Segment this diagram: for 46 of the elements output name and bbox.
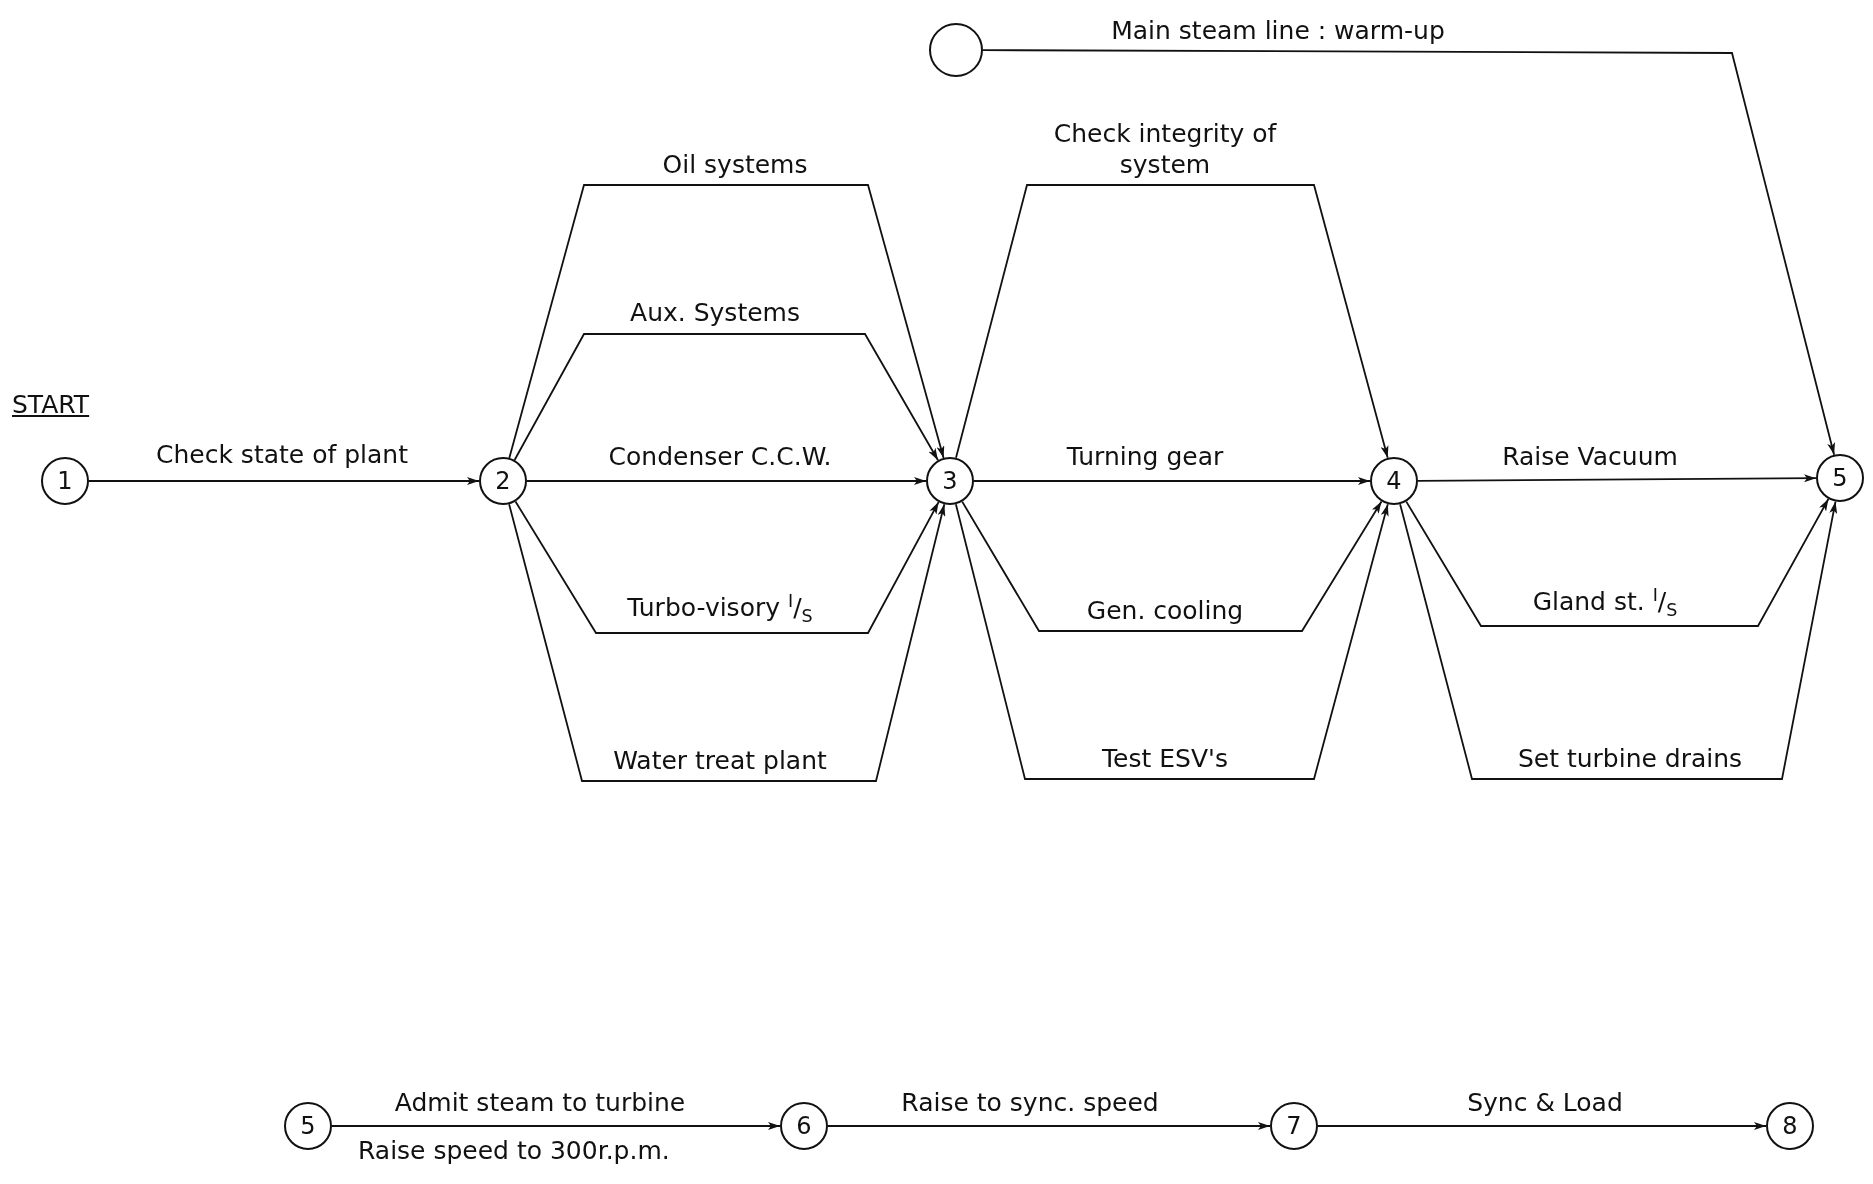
arrow xyxy=(1417,474,1817,483)
event-circle: 4 xyxy=(1370,457,1418,505)
edge-label: Raise to sync. speed xyxy=(901,1086,1159,1118)
arrow xyxy=(508,503,946,782)
start-label: START xyxy=(12,390,90,419)
edge-label: Check state of plant xyxy=(156,438,408,470)
edge-label: Gland st. $^{I}$/$_{S}$ xyxy=(1532,584,1678,622)
arrow xyxy=(955,503,1389,780)
event-circle: 2 xyxy=(479,457,527,505)
edge-label: Check integrity of system xyxy=(1052,117,1278,180)
edge-label: Test ESV's xyxy=(1102,742,1228,774)
edge-label: Water treat plant xyxy=(613,744,827,776)
edge-label: Gen. cooling xyxy=(1086,594,1244,626)
arrow xyxy=(508,184,945,459)
arrow xyxy=(526,477,927,485)
arrow xyxy=(1405,498,1830,627)
event-circle: 1 xyxy=(41,457,89,505)
event-circle: 7 xyxy=(1270,1102,1318,1150)
arrow xyxy=(982,49,1835,456)
edge-label: Admit steam to turbine xyxy=(394,1086,686,1118)
circle xyxy=(929,23,983,77)
activity-note: Raise speed to 300r.p.m. xyxy=(358,1136,670,1165)
edge-label: Turbo-visory $^{I}$/$_{S}$ xyxy=(627,590,813,628)
event-circle: 3 xyxy=(926,457,974,505)
arrow xyxy=(1399,500,1838,780)
edge-label: Condenser C.C.W. xyxy=(608,440,832,472)
event-circle: 5 xyxy=(284,1102,332,1150)
edge-label: Set turbine drains xyxy=(1517,742,1743,774)
arrow xyxy=(514,500,940,634)
edge-label: Oil systems xyxy=(662,148,808,180)
edge-label: Main steam line : warm-up xyxy=(1111,14,1445,46)
arrow xyxy=(88,477,480,485)
edge-label: Turning gear xyxy=(1066,440,1224,472)
event-circle: 5 xyxy=(1816,454,1864,502)
arrow xyxy=(961,500,1383,632)
edge-label: Raise Vacuum xyxy=(1502,440,1678,472)
edge-label: Aux. Systems xyxy=(630,296,800,328)
arrow xyxy=(955,184,1389,459)
arrow xyxy=(973,477,1371,485)
arrow xyxy=(331,1122,781,1130)
event-circle: 6 xyxy=(780,1102,828,1150)
arrow xyxy=(513,333,939,462)
arrow xyxy=(827,1122,1271,1130)
event-circle: 8 xyxy=(1766,1102,1814,1150)
edge-label: Sync & Load xyxy=(1467,1086,1623,1118)
arrow xyxy=(1317,1122,1767,1130)
